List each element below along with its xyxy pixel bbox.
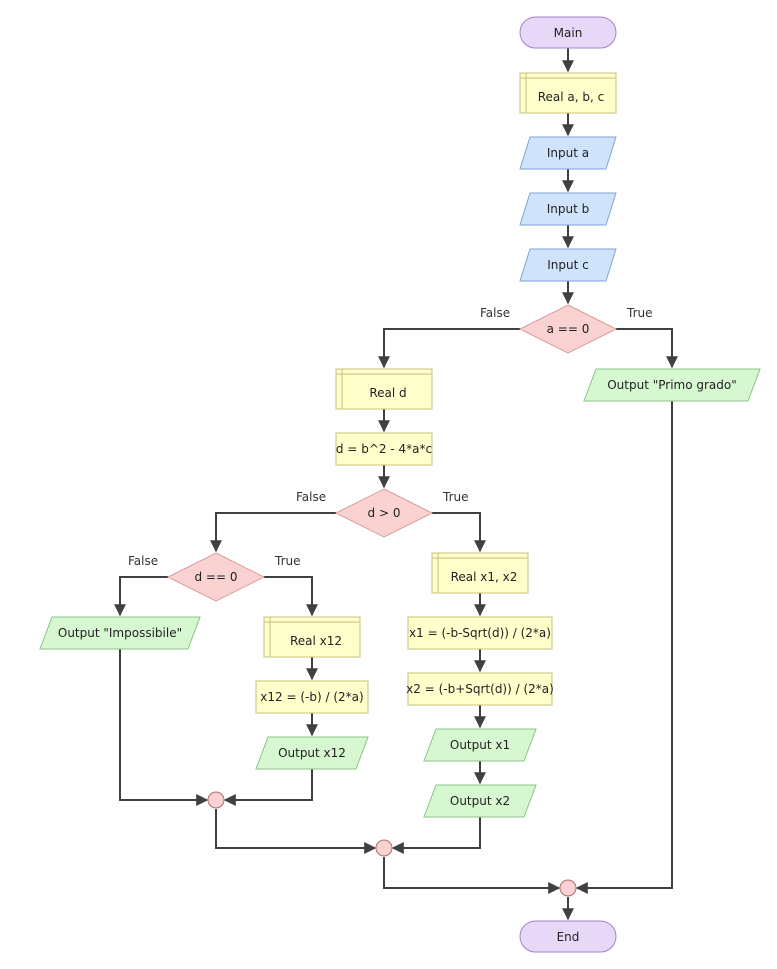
- branch-label-a-true: True: [626, 306, 653, 320]
- declare-abc-label: Real a, b, c: [538, 90, 605, 104]
- declare-x12[interactable]: Real x12: [263, 616, 361, 658]
- edge-dec-d0-true: [264, 576, 318, 617]
- terminal-main[interactable]: Main: [519, 16, 617, 49]
- edge-junction2-to-junction3: [383, 857, 561, 894]
- junction-a-zero-merge: [559, 879, 577, 897]
- output-primo-grado[interactable]: Output "Primo grado": [583, 368, 761, 402]
- input-b[interactable]: Input b: [519, 192, 617, 226]
- declare-d[interactable]: Real d: [335, 368, 433, 410]
- edge-dec-d0-false: [114, 576, 168, 617]
- edge-dec-a-true: [616, 328, 678, 369]
- output-x12[interactable]: Output x12: [255, 736, 369, 770]
- edge-primo-to-junction3: [575, 401, 673, 894]
- edge-dec-d-true: [432, 512, 486, 553]
- output-primo-grado-label: Output "Primo grado": [607, 378, 737, 392]
- edge-impossibile-to-junction1: [119, 649, 209, 806]
- declare-x1x2[interactable]: Real x1, x2: [431, 552, 529, 594]
- declare-d-label: Real d: [369, 386, 406, 400]
- assign-x1[interactable]: x1 = (-b-Sqrt(d)) / (2*a): [407, 616, 553, 650]
- input-c-label: Input c: [547, 258, 588, 272]
- decision-d-positive[interactable]: d > 0: [334, 488, 434, 538]
- input-c[interactable]: Input c: [519, 248, 617, 282]
- edge-dec-a-false: [378, 328, 520, 369]
- input-b-label: Input b: [547, 202, 590, 216]
- terminal-end[interactable]: End: [519, 920, 617, 953]
- output-x2[interactable]: Output x2: [423, 784, 537, 818]
- edges: [114, 48, 678, 921]
- assign-d-label: d = b^2 - 4*a*c: [336, 442, 432, 456]
- output-x1-label: Output x1: [450, 738, 510, 752]
- output-x12-label: Output x12: [278, 746, 346, 760]
- decision-d-zero[interactable]: d == 0: [166, 552, 266, 602]
- junction-d-zero-merge: [207, 791, 225, 809]
- assign-x1-label: x1 = (-b-Sqrt(d)) / (2*a): [409, 626, 551, 640]
- edge-dec-d-false: [210, 512, 336, 553]
- assign-x12-label: x12 = (-b) / (2*a): [260, 690, 363, 704]
- output-x1[interactable]: Output x1: [423, 728, 537, 762]
- output-impossibile-label: Output "Impossibile": [58, 626, 182, 640]
- branch-label-d-false: False: [296, 490, 326, 504]
- assign-x2-label: x2 = (-b+Sqrt(d)) / (2*a): [406, 682, 554, 696]
- terminal-main-label: Main: [554, 26, 583, 40]
- branch-label-a-false: False: [480, 306, 510, 320]
- decision-d-zero-label: d == 0: [195, 570, 238, 584]
- decision-a-zero[interactable]: a == 0: [518, 304, 618, 354]
- decision-a-zero-label: a == 0: [547, 322, 590, 336]
- output-x2-label: Output x2: [450, 794, 510, 808]
- assign-x2[interactable]: x2 = (-b+Sqrt(d)) / (2*a): [406, 672, 554, 706]
- decision-d-positive-label: d > 0: [368, 506, 401, 520]
- branch-label-d0-true: True: [274, 554, 301, 568]
- branch-label-d0-false: False: [128, 554, 158, 568]
- junction-d-positive-merge: [375, 839, 393, 857]
- branch-labels: False True False True False True: [128, 306, 653, 568]
- declare-x12-label: Real x12: [290, 634, 342, 648]
- branch-label-d-true: True: [442, 490, 469, 504]
- assign-d[interactable]: d = b^2 - 4*a*c: [335, 432, 433, 466]
- terminal-end-label: End: [557, 930, 580, 944]
- edge-output-x2-to-junction2: [391, 817, 481, 854]
- input-a[interactable]: Input a: [519, 136, 617, 170]
- edge-output-x12-to-junction1: [223, 769, 313, 806]
- edge-junction1-to-junction2: [215, 809, 377, 854]
- output-impossibile[interactable]: Output "Impossibile": [39, 616, 201, 650]
- input-a-label: Input a: [547, 146, 589, 160]
- declare-x1x2-label: Real x1, x2: [451, 570, 518, 584]
- declare-abc[interactable]: Real a, b, c: [519, 72, 617, 114]
- assign-x12[interactable]: x12 = (-b) / (2*a): [255, 680, 369, 714]
